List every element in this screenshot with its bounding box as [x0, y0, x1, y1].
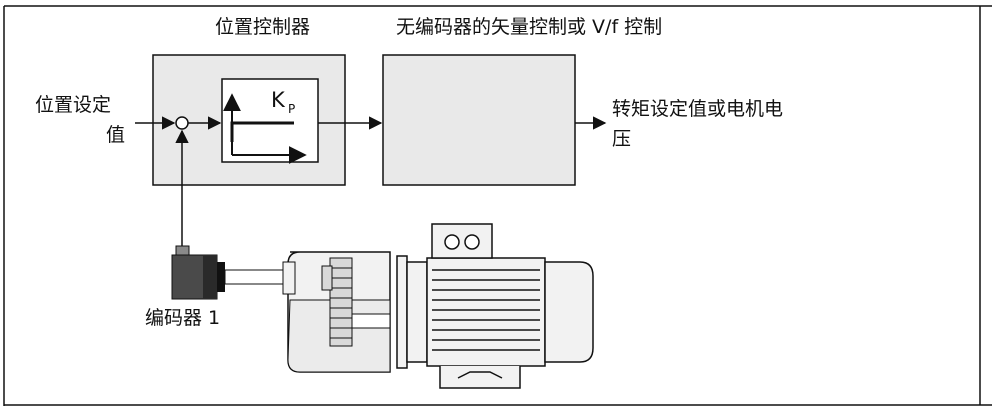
- terminal-gland-right: [464, 234, 480, 250]
- encoder: [171, 245, 225, 300]
- kp-subscript: P: [288, 102, 295, 116]
- gearbox-shaft: [351, 313, 391, 329]
- position-controller-title: 位置控制器: [215, 16, 311, 38]
- motor-foot-detail: [457, 371, 503, 379]
- motor-flange: [396, 255, 408, 369]
- gear-pinion: [321, 265, 333, 291]
- gear-large: [329, 257, 353, 347]
- output-label-line2: 压: [612, 128, 632, 150]
- gearbox: [282, 251, 391, 373]
- encoder-flange: [217, 262, 225, 292]
- summing-junction: [175, 116, 189, 130]
- encoder-face: [203, 255, 217, 299]
- motor-foot: [439, 366, 521, 389]
- terminal-box: [431, 223, 493, 259]
- output-label-line1: 转矩设定值或电机电: [612, 98, 784, 120]
- setpoint-label-line1: 位置设定: [35, 94, 112, 116]
- vector-control-title: 无编码器的矢量控制或 V/f 控制: [396, 16, 663, 38]
- motor-fan-cover: [544, 261, 594, 363]
- kp-gain-box: [221, 78, 319, 163]
- encoder-connector: [175, 245, 190, 256]
- motor: [396, 223, 594, 389]
- encoder-shaft: [224, 269, 286, 285]
- vector-control-block: [382, 54, 576, 186]
- terminal-gland-left: [444, 234, 460, 250]
- kp-step-line: [230, 121, 294, 142]
- motor-end-shield: [406, 261, 428, 363]
- gearbox-cap: [282, 261, 296, 295]
- encoder-label: 编码器 1: [145, 307, 221, 329]
- setpoint-label-line2: 值: [106, 124, 126, 146]
- kp-symbol: K: [271, 88, 286, 112]
